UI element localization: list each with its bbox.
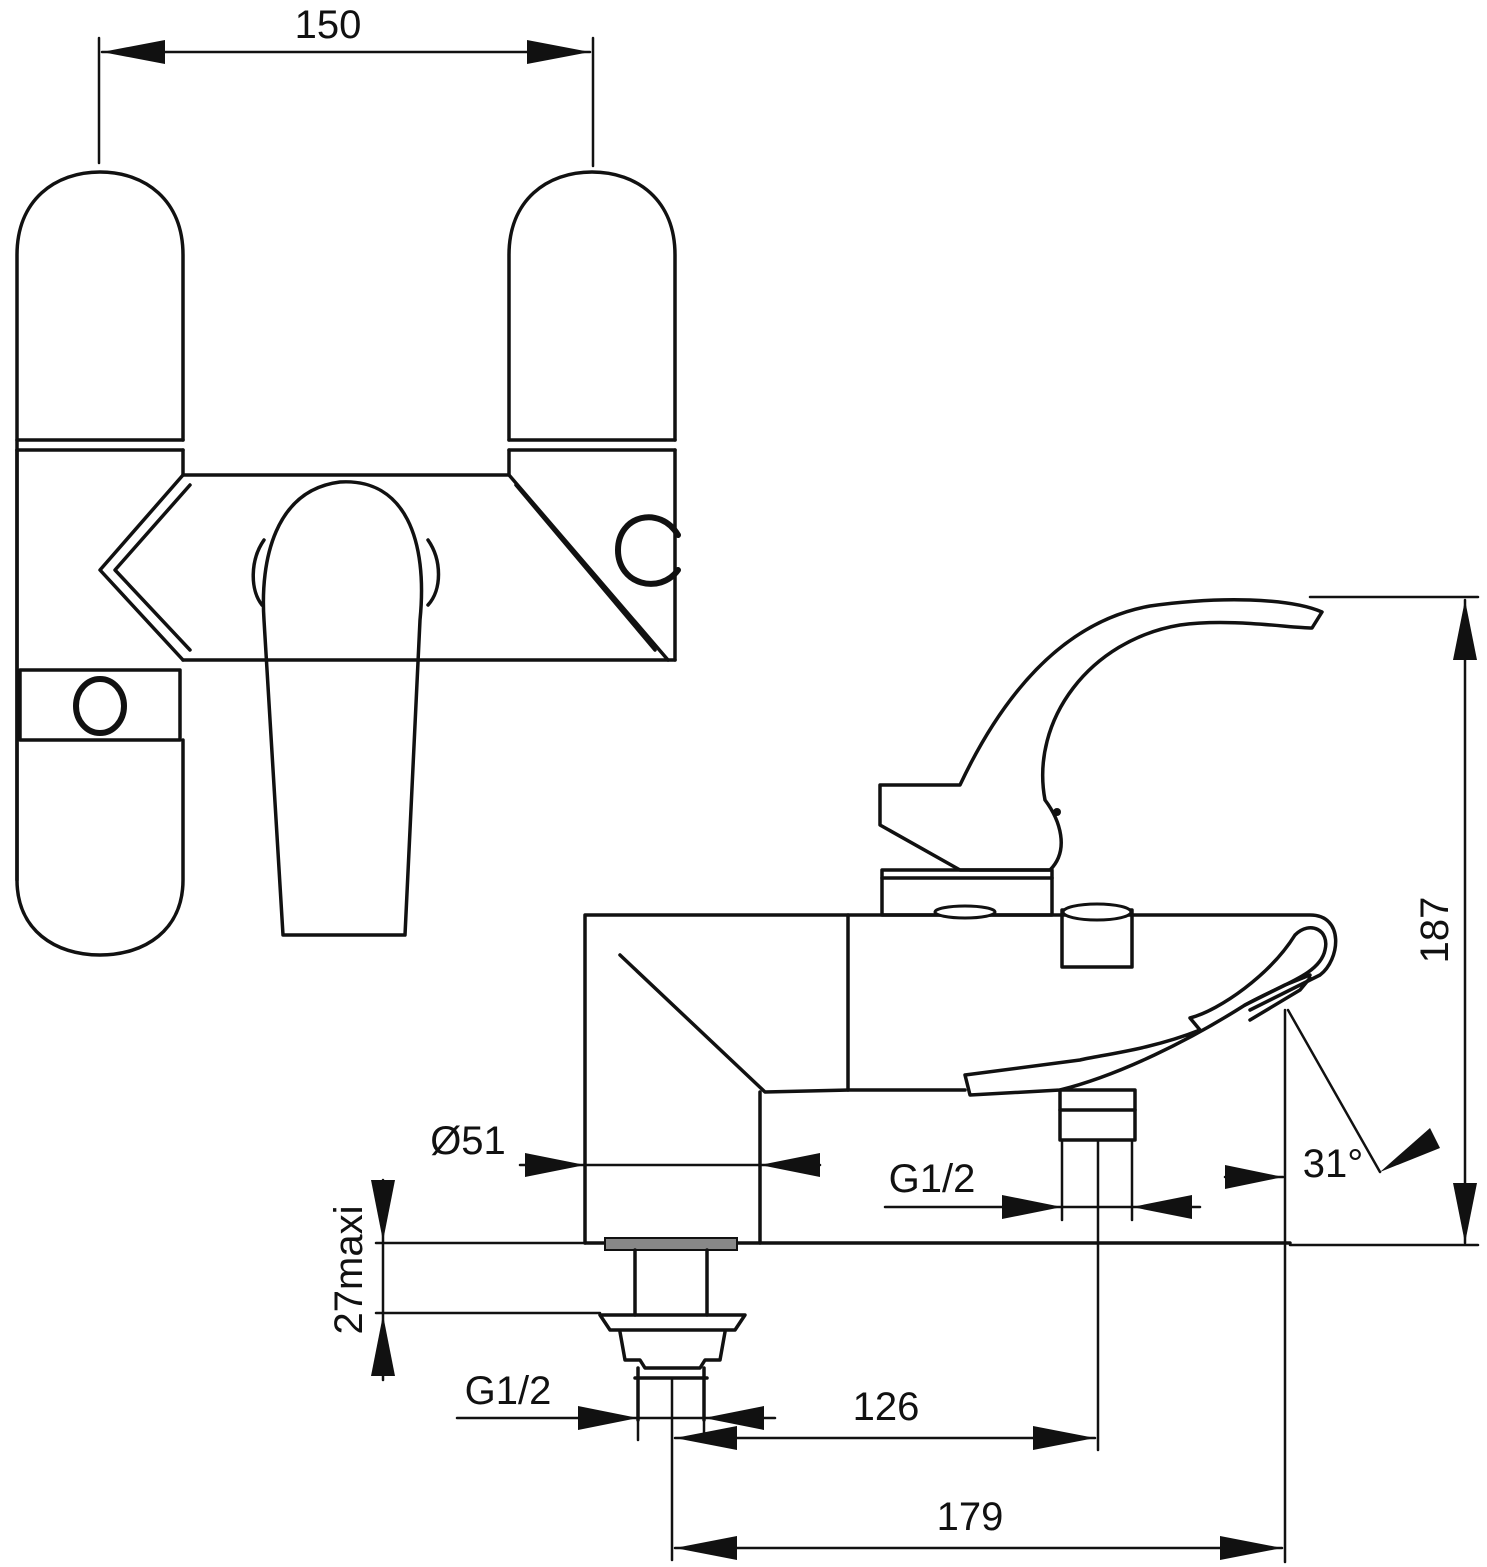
hot-marker-icon <box>73 676 127 736</box>
dim-150-label: 150 <box>295 3 362 47</box>
dim-187: 187 <box>1288 595 1480 1247</box>
side-main-body <box>583 913 1338 1245</box>
dim-150: 150 <box>97 3 595 168</box>
dim-diameter-51-label: Ø51 <box>430 1119 506 1163</box>
eccentric-nut <box>618 1330 727 1370</box>
right-body-outline <box>507 170 677 442</box>
dim-126: 126 <box>670 1138 1100 1562</box>
dim-27maxi-label: 27maxi <box>327 1206 371 1335</box>
front-view: 150 O C <box>15 3 681 957</box>
spout <box>963 926 1328 1097</box>
dim-thread-lower: G1/2 <box>455 1369 777 1442</box>
dim-126-label: 126 <box>853 1385 920 1429</box>
hot-marker-window <box>18 668 182 742</box>
eccentric-flange <box>598 1313 747 1332</box>
dim-187-label: 187 <box>1413 897 1457 964</box>
left-facet <box>98 473 185 662</box>
dim-angle-31-label: 31° <box>1303 1142 1364 1186</box>
dim-diameter-51: Ø51 <box>430 1119 822 1177</box>
central-body <box>181 448 511 477</box>
dim-thread-upper-label: G1/2 <box>889 1157 976 1201</box>
dim-27maxi: 27maxi <box>327 1178 602 1382</box>
shower-outlet <box>1058 1088 1137 1142</box>
left-body-outline <box>15 170 185 882</box>
lever-arm-side <box>878 598 1324 872</box>
dim-179-label: 179 <box>937 1495 1004 1539</box>
dim-thread-lower-label: G1/2 <box>465 1369 552 1413</box>
escutcheon <box>604 1237 738 1251</box>
lever-handle-front <box>261 480 424 937</box>
left-body-lower <box>15 448 185 957</box>
dim-thread-upper: G1/2 <box>883 1138 1202 1222</box>
side-view: Ø51 G1/2 31° 187 <box>327 595 1480 1564</box>
dim-179: 179 <box>673 1008 1287 1564</box>
dim-angle-31: 31° <box>1223 1008 1440 1189</box>
cold-marker-icon <box>614 514 681 587</box>
